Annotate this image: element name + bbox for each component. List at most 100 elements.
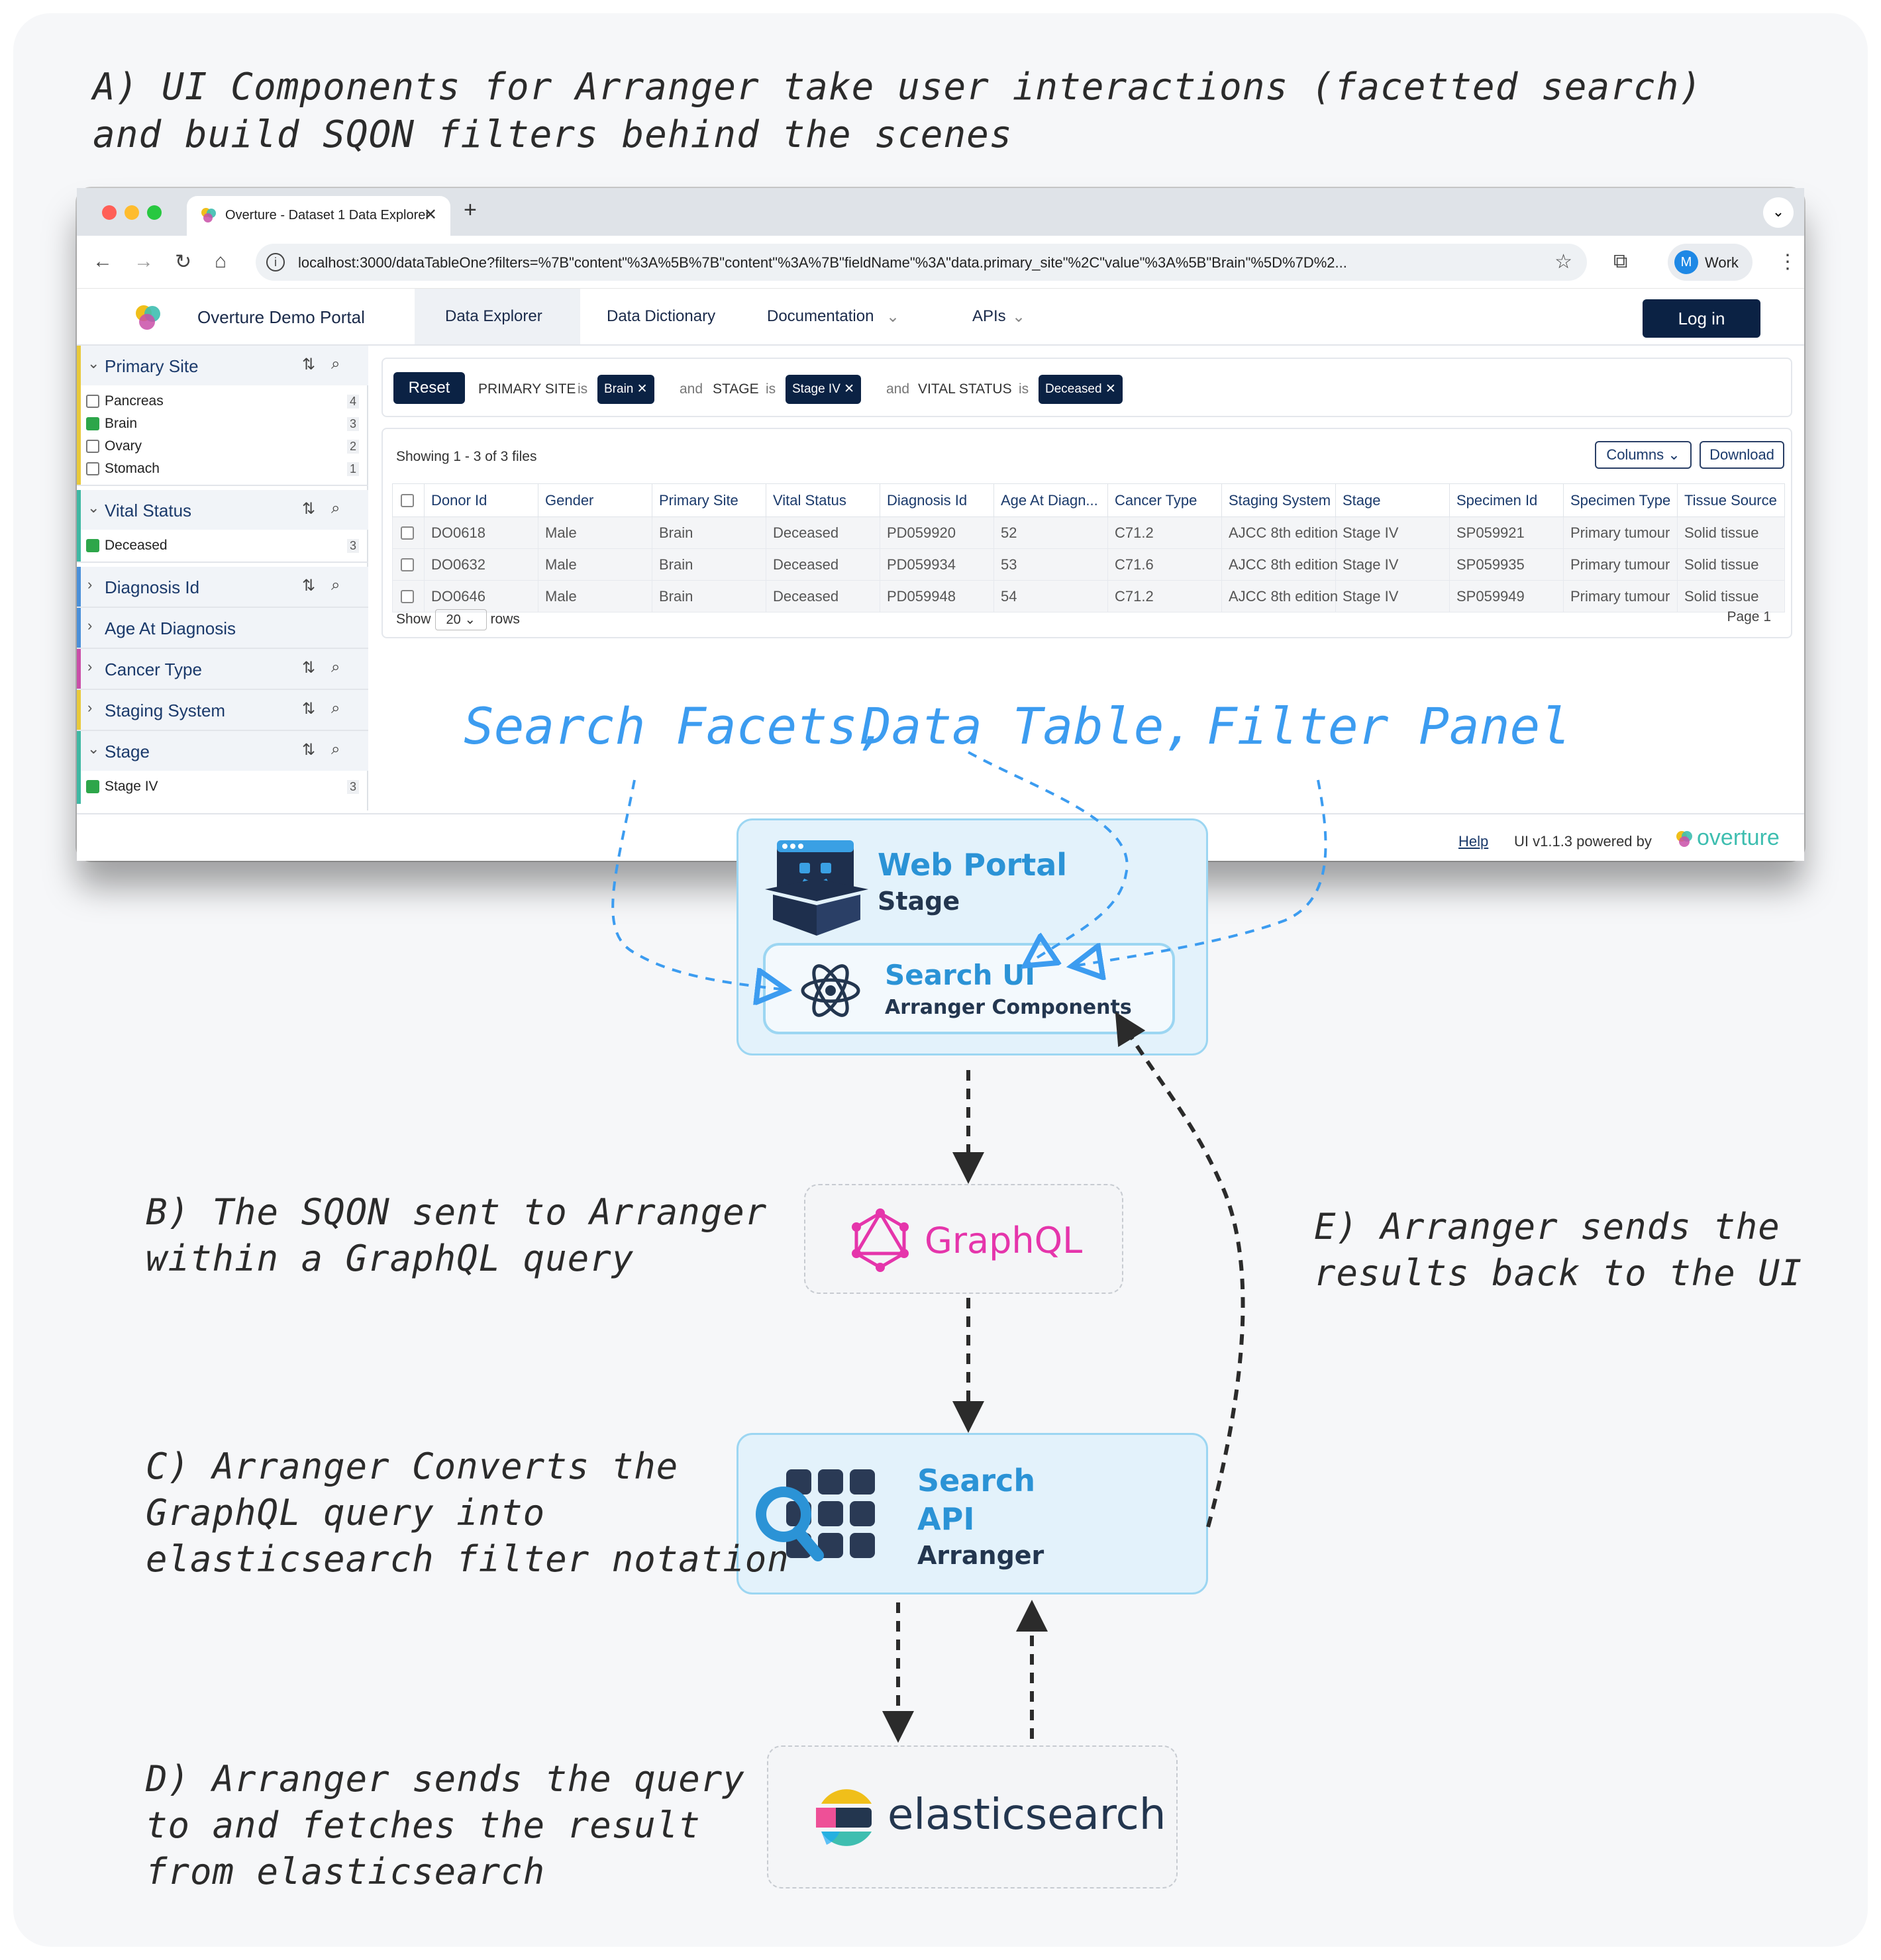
checkbox[interactable] [86, 440, 99, 453]
reload-icon[interactable]: ↻ [175, 251, 192, 273]
row-select-cell[interactable] [392, 580, 425, 612]
new-tab-icon[interactable]: + [464, 197, 477, 222]
url-text: localhost:3000/dataTableOne?filters=%7B"… [298, 254, 1347, 271]
search-icon[interactable]: ⌕ [331, 658, 340, 676]
checkbox[interactable] [401, 526, 414, 540]
column-header[interactable]: Diagnosis Id [880, 483, 994, 517]
maximize-window-dot[interactable] [147, 205, 162, 220]
chevron-down-icon[interactable]: ⌄ [87, 740, 100, 757]
home-icon[interactable]: ⌂ [215, 250, 227, 272]
search-icon[interactable]: ⌕ [331, 499, 340, 517]
checkbox[interactable] [86, 417, 99, 430]
login-button[interactable]: Log in [1643, 299, 1760, 338]
nav-documentation[interactable]: Documentation [767, 307, 874, 325]
bookmark-star-icon[interactable]: ☆ [1554, 251, 1572, 273]
facet-header[interactable] [77, 490, 368, 530]
back-arrow-icon[interactable]: ← [93, 250, 113, 272]
close-icon[interactable]: ✕ [844, 382, 855, 396]
results-count: Showing 1 - 3 of 3 files [396, 449, 537, 464]
checkbox[interactable] [401, 589, 414, 603]
table-cell: C71.2 [1107, 516, 1222, 549]
column-header[interactable]: Specimen Type [1563, 483, 1678, 517]
filter-chip-brain[interactable]: Brain ✕ [597, 375, 654, 404]
column-header[interactable]: Gender [538, 483, 652, 517]
close-icon[interactable]: ✕ [636, 382, 648, 396]
filter-chip-stage-iv[interactable]: Stage IV ✕ [786, 375, 862, 404]
browser-menu-icon[interactable]: ⋮ [1778, 251, 1798, 273]
chevron-down-icon[interactable]: ⌄ [87, 355, 100, 371]
sort-icon[interactable]: ⇅ [302, 700, 316, 718]
portal-name[interactable]: Overture Demo Portal [197, 307, 365, 327]
sort-icon[interactable]: ⇅ [302, 659, 316, 677]
forward-arrow-icon[interactable]: → [134, 250, 154, 272]
sort-icon[interactable]: ⇅ [302, 741, 316, 759]
select-all-cell[interactable] [392, 483, 425, 517]
sort-icon[interactable]: ⇅ [302, 500, 316, 518]
chevron-right-icon[interactable]: › [87, 617, 93, 634]
column-header[interactable]: Donor Id [424, 483, 538, 517]
checkbox[interactable] [86, 395, 99, 408]
reset-button[interactable]: Reset [393, 372, 465, 404]
nav-apis[interactable]: APIs [972, 307, 1006, 325]
download-button[interactable]: Download [1700, 441, 1784, 469]
row-select-cell[interactable] [392, 548, 425, 581]
facet-header[interactable] [77, 731, 368, 771]
checkbox[interactable] [86, 780, 99, 793]
columns-label: Columns [1606, 446, 1664, 463]
browser-tab[interactable]: Overture - Dataset 1 Data Explorer ✕ [187, 196, 450, 236]
search-icon[interactable]: ⌕ [331, 699, 340, 717]
tab-menu-chevron-icon[interactable]: ⌄ [1763, 197, 1794, 228]
page-size-select[interactable]: 20 ⌄ [434, 609, 487, 630]
help-link[interactable]: Help [1458, 833, 1489, 850]
site-info-icon[interactable]: i [266, 253, 285, 271]
column-header[interactable]: Vital Status [766, 483, 880, 517]
chevron-right-icon[interactable]: › [87, 576, 93, 593]
nav-data-dictionary[interactable]: Data Dictionary [607, 307, 716, 325]
address-bar[interactable]: i localhost:3000/dataTableOne?filters=%7… [256, 244, 1587, 281]
close-window-dot[interactable] [102, 205, 117, 220]
checkbox[interactable] [86, 462, 99, 475]
tab-close-icon[interactable]: ✕ [423, 206, 437, 224]
column-header[interactable]: Staging System [1221, 483, 1336, 517]
profile-button[interactable]: M Work [1668, 244, 1753, 281]
facet-header[interactable] [77, 567, 368, 607]
filter-chip-deceased[interactable]: Deceased ✕ [1039, 375, 1123, 404]
chevron-down-icon[interactable]: ⌄ [87, 499, 100, 516]
close-icon[interactable]: ✕ [1105, 382, 1116, 396]
search-icon[interactable]: ⌕ [331, 355, 340, 373]
extensions-icon[interactable]: ⧉ [1613, 250, 1628, 272]
sort-icon[interactable]: ⇅ [302, 577, 316, 595]
facet-header[interactable] [77, 649, 368, 689]
nav-data-explorer[interactable]: Data Explorer [445, 307, 542, 325]
facet-header[interactable] [77, 690, 368, 730]
search-api-title-line1: Search [917, 1463, 1036, 1498]
sort-icon[interactable]: ⇅ [302, 356, 316, 373]
column-header[interactable]: Stage [1335, 483, 1450, 517]
facet-header[interactable] [77, 346, 368, 385]
minimize-window-dot[interactable] [125, 205, 139, 220]
column-header[interactable]: Age At Diagn... [993, 483, 1108, 517]
checkbox[interactable] [86, 539, 99, 552]
chevron-right-icon[interactable]: › [87, 699, 93, 716]
table-row[interactable]: DO0646 Male Brain Deceased PD059948 54 C… [392, 580, 1785, 612]
table-row[interactable]: DO0632 Male Brain Deceased PD059934 53 C… [392, 548, 1785, 581]
column-header[interactable]: Primary Site [652, 483, 766, 517]
column-header[interactable]: Specimen Id [1449, 483, 1564, 517]
facet-header[interactable] [77, 608, 368, 648]
columns-button[interactable]: Columns ⌄ [1595, 441, 1692, 469]
column-header[interactable]: Tissue Source [1677, 483, 1785, 517]
search-icon[interactable]: ⌕ [331, 740, 340, 758]
search-icon[interactable]: ⌕ [331, 576, 340, 594]
table-row[interactable]: DO0618 Male Brain Deceased PD059920 52 C… [392, 516, 1785, 549]
column-header[interactable]: Cancer Type [1107, 483, 1222, 517]
checkbox[interactable] [401, 493, 414, 507]
row-select-cell[interactable] [392, 516, 425, 549]
checkbox[interactable] [401, 558, 414, 571]
chevron-right-icon[interactable]: › [87, 658, 93, 675]
